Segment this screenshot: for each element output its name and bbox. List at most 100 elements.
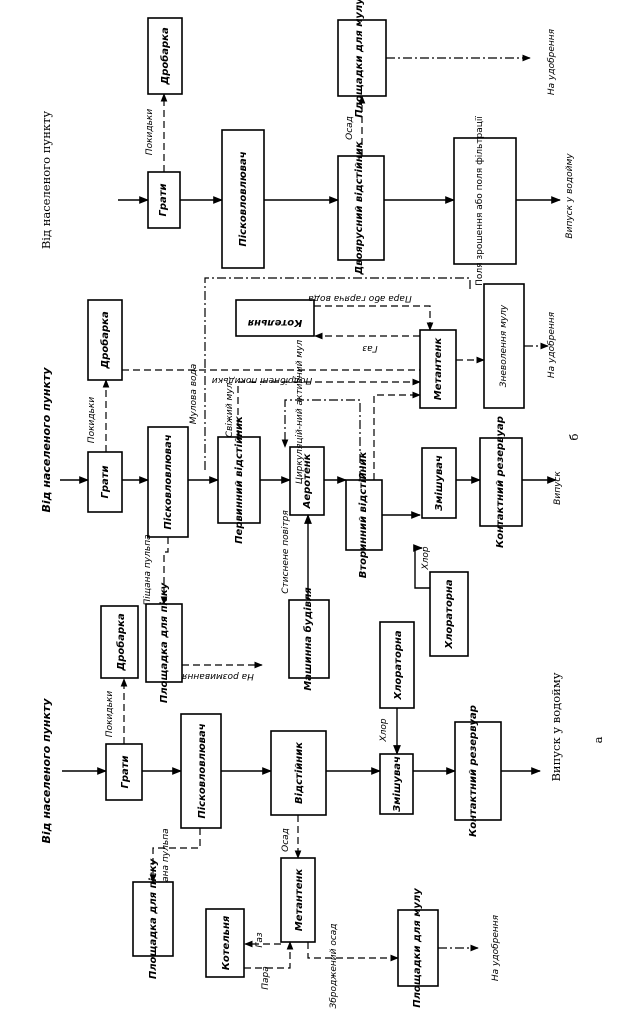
diagram-a: Від населеного пункту Грати Дробарка Пок… [40, 605, 605, 1009]
b-sand-trap-box [147, 426, 189, 538]
b-sand-trap-label: Пісковловлювач [163, 434, 174, 529]
diagram-c: Від населеного пункту Грати Покидьки Дро… [39, 0, 575, 286]
c-waste-label: Покидьки [145, 109, 155, 156]
diagram-b: Від населеного пункту Грати Покидьки Дро… [40, 277, 581, 703]
a-mixer-label: Змішувач [392, 756, 403, 812]
c-discharge-label: Випуск у водойму [565, 153, 575, 239]
a-settler-label: Відстійник [294, 742, 305, 804]
a-sediment-label: Осад [281, 828, 291, 852]
c-settler-box [337, 155, 385, 261]
a-settler-box [270, 730, 327, 816]
a-sand-site-label: Площадка для піску [148, 858, 159, 979]
a-chlorine-label: Хлор [379, 718, 389, 742]
b-sand-site-label: Площадка для піску [159, 582, 170, 703]
a-discharge-label: Випуск у водойму [549, 672, 563, 781]
b-fresh-sludge-line [237, 378, 421, 437]
b-sand-pulp-line [160, 537, 169, 605]
a-sand-pulp-label: Піщана пульпа [161, 828, 171, 899]
a-sludge-site-box [397, 909, 439, 987]
a-digested-line [307, 942, 399, 962]
c-settler-label: Двоярусний відстійник [354, 141, 365, 275]
b-chlorine-label: Хлор [421, 546, 431, 570]
a-source-label: Від населеного пункту [40, 698, 53, 844]
a-grates-box [105, 743, 143, 801]
a-contact-tank-label: Контактний резервуар [468, 705, 479, 837]
a-boiler-box [205, 908, 245, 978]
b-mixer-label: Змішувач [434, 455, 445, 511]
b-crusher-box [87, 299, 123, 381]
b-digester-box [419, 329, 457, 409]
c-sludge-sites-box [337, 19, 387, 97]
c-source-label: Від населеного пункту [39, 111, 53, 250]
b-excess-sludge-label: Циркуляцій-ний активний мул [295, 340, 305, 485]
b-crusher-label: Дробарка [99, 311, 111, 370]
b-aerotank-label: Аеротенк [302, 453, 313, 509]
b-sand-pulp-label: Піщана пульпа [143, 534, 153, 605]
c-sand-trap-label: Пісковловлювач [238, 151, 249, 246]
a-mixer-box [379, 753, 414, 815]
b-digester-label: Метантенк [433, 338, 444, 401]
b-chlorine-line [413, 544, 430, 589]
b-secondary-settler-label: Вторинний відстійник [358, 452, 369, 579]
a-crusher-box [100, 605, 139, 679]
a-fertilizer-label: На удобрення [491, 914, 501, 981]
c-fields-box [453, 137, 517, 265]
b-to-washing-label: На розмивання [182, 671, 254, 681]
c-sludge-sites-label: Площадки для мулу [354, 0, 365, 118]
b-sand-site-box [145, 603, 183, 683]
b-primary-settler-label: Первинний відстійник [234, 416, 245, 544]
b-mixer-box [421, 447, 457, 519]
c-sand-trap-box [221, 129, 265, 269]
b-machine-building-box [288, 599, 330, 679]
a-sand-pulp-line [149, 828, 201, 883]
b-contact-tank-box [479, 437, 523, 527]
b-steam-label: Пара або гаряча вода [308, 293, 411, 303]
c-fields-label: Поля зрошення або поля фільтрації [475, 116, 485, 286]
a-caption: а [591, 736, 605, 743]
b-sludge-water-line [204, 277, 471, 470]
a-digester-box [280, 857, 316, 943]
b-caption: б [567, 433, 581, 440]
b-excess-sludge-line [281, 399, 361, 480]
b-chlorinator-label: Хлораторна [444, 579, 455, 650]
b-gas-label: Газ [362, 343, 378, 353]
a-steam-label: Пара [261, 966, 271, 990]
a-steam-line [244, 941, 294, 969]
b-source-label: Від населеного пункту [40, 367, 53, 513]
c-crusher-box [147, 17, 183, 95]
c-grates-box [147, 171, 181, 229]
a-boiler-label: Котельня [221, 915, 232, 970]
a-sand-trap-box [180, 713, 222, 829]
a-sand-site-box [132, 881, 174, 957]
b-chlorinator-box [429, 571, 469, 657]
c-grates-label: Грати [158, 183, 169, 216]
a-sludge-site-label: Площадки для мулу [412, 888, 423, 1008]
c-fertilizer-label: На удобрення [547, 28, 557, 95]
b-sludge-water-label: Мулова вода [189, 364, 199, 425]
a-grates-label: Грати [120, 755, 131, 788]
b-boiler-label: Котельня [247, 317, 302, 328]
b-discharge-label: Випуск [553, 471, 563, 505]
b-grates-box [87, 451, 123, 513]
a-digester-label: Метантенк [294, 869, 305, 932]
c-sediment-label: Осад [345, 116, 355, 140]
b-dewatering-label: Зневолення мулу [499, 304, 509, 387]
b-steam-line [314, 305, 434, 331]
b-primary-settler-box [217, 436, 261, 524]
b-contact-tank-label: Контактний резервуар [495, 416, 506, 548]
b-machine-building-label: Машинна будівля [302, 587, 314, 691]
b-waste-label: Покидьки [87, 397, 97, 444]
c-crusher-label: Дробарка [159, 27, 171, 86]
a-gas-label: Газ [255, 932, 265, 948]
b-crushed-waste-label: Подрібнені покидьки [212, 375, 313, 385]
b-boiler-box [235, 299, 315, 337]
a-chlorinator-label: Хлораторна [393, 630, 404, 701]
b-secondary-settler-box [345, 479, 383, 551]
a-waste-label: Покидьки [105, 691, 115, 738]
a-contact-tank-box [454, 721, 502, 821]
a-sand-trap-label: Пісковловлювач [197, 723, 208, 818]
b-fresh-sludge-label: Свіжий мул [225, 382, 235, 437]
b-fertilizer-label: На удобрення [547, 311, 557, 378]
b-dewatering-box [483, 283, 525, 409]
